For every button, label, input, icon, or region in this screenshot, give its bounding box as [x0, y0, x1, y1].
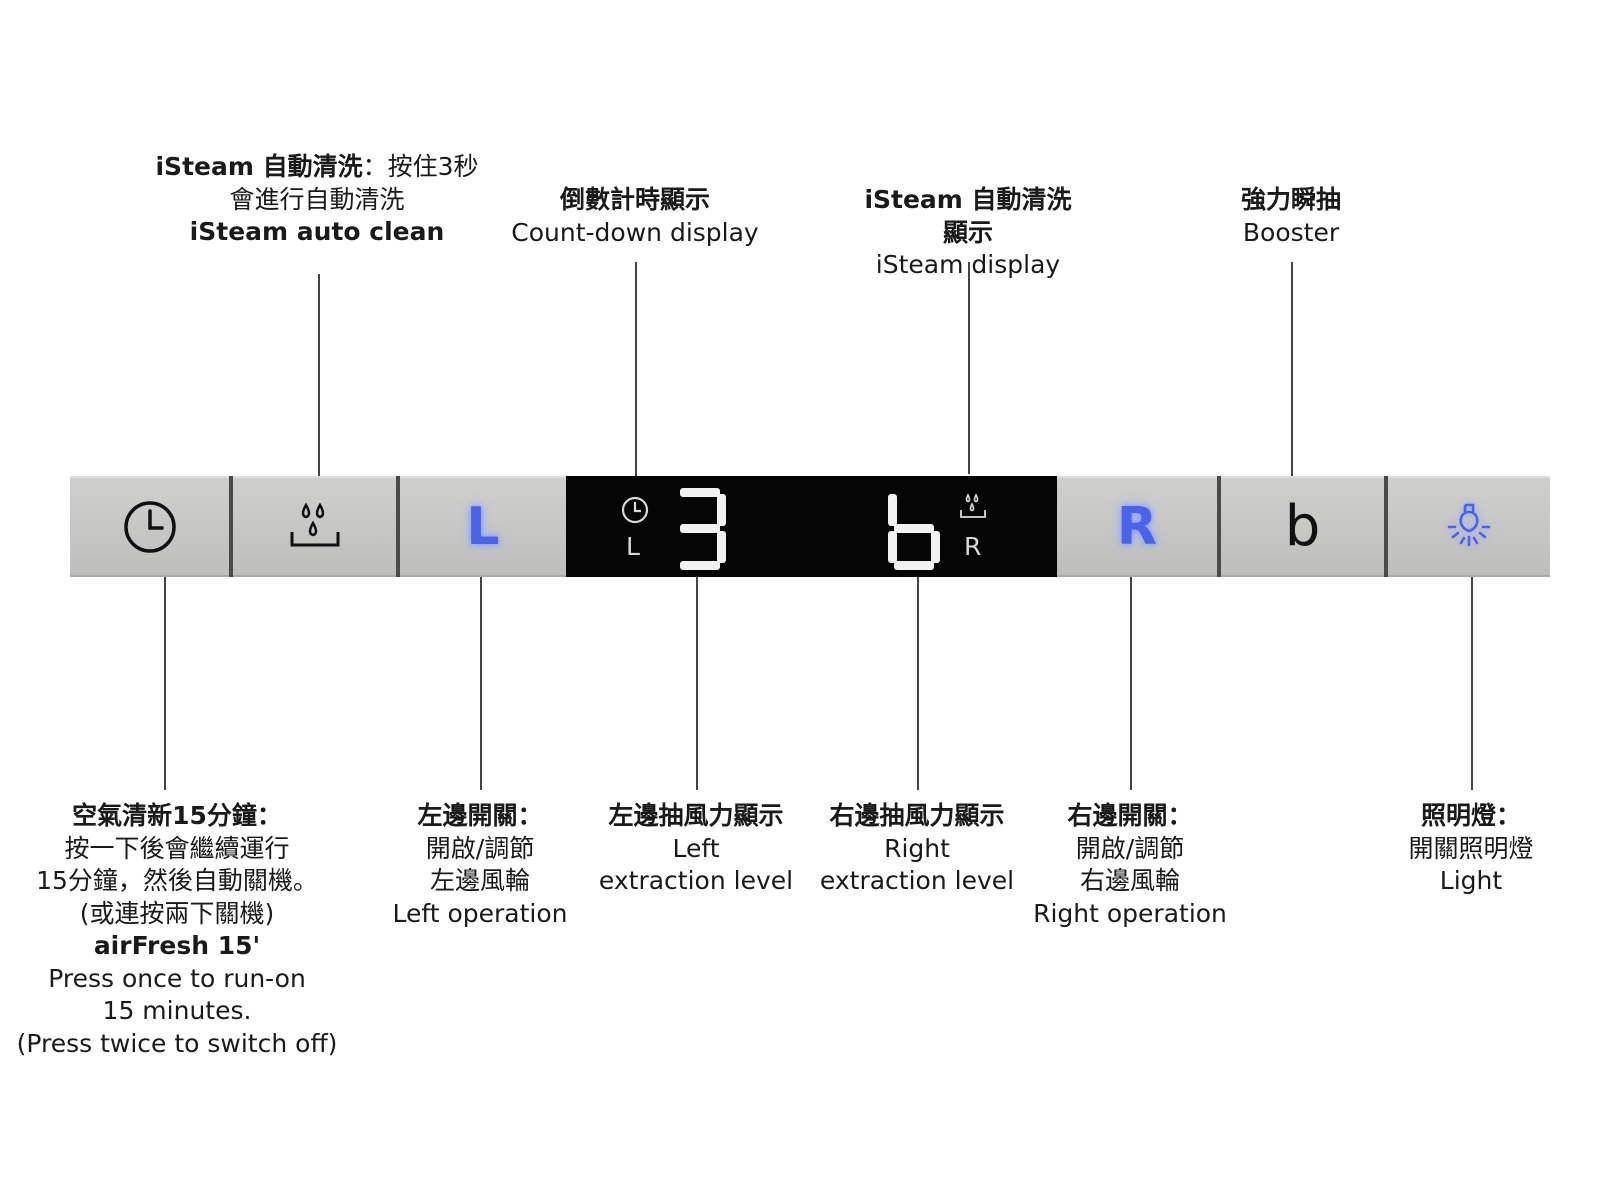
leader-line-isteam-clean: [318, 274, 320, 486]
right-level-label: 右邊抽風力顯示 Right extraction level: [820, 800, 1014, 898]
divider: [1217, 476, 1221, 577]
right-switch-en: Right operation: [1033, 898, 1227, 928]
light-desc: 開關照明燈: [1408, 833, 1534, 863]
left-level-en2: extraction level: [598, 866, 794, 895]
right-level-en2: extraction level: [819, 866, 1015, 895]
divider: [229, 476, 233, 577]
airfresh-desc2: 15分鐘，然後自動關機。: [36, 866, 318, 895]
left-letter: L: [466, 496, 500, 557]
control-panel: L L: [70, 476, 1550, 577]
water-drops-icon: [233, 476, 396, 577]
leader-line-booster: [1291, 262, 1293, 486]
countdown-title: 倒數計時顯示: [559, 185, 710, 214]
leader-line-right-switch: [1130, 564, 1132, 790]
left-switch-title: 左邊開關：: [417, 801, 543, 830]
right-switch-desc1: 開啟/調節: [1075, 833, 1185, 863]
leader-line-left-level: [696, 574, 698, 790]
isteam-clean-en: iSteam auto clean: [189, 217, 445, 246]
leader-line-countdown: [635, 262, 637, 480]
clock-icon: [70, 476, 229, 577]
leader-line-right-level: [917, 574, 919, 790]
airfresh-title: 空氣清新15分鐘：: [72, 801, 282, 830]
countdown-clock-icon: [618, 493, 652, 527]
booster-label: 強力瞬抽 Booster: [1241, 184, 1341, 249]
isteam-clean-button[interactable]: [233, 476, 396, 577]
left-switch-label: 左邊開關： 開啟/調節 左邊風輪 Left operation: [392, 800, 567, 930]
airfresh-en-title: airFresh 15': [93, 931, 261, 960]
right-switch-label: 右邊開關： 開啟/調節 右邊風輪 Right operation: [1033, 800, 1227, 930]
airfresh-desc3: (或連按兩下關機): [79, 898, 275, 928]
countdown-en: Count-down display: [511, 217, 759, 247]
booster-en: Booster: [1242, 217, 1340, 247]
leader-line-airfresh: [164, 572, 166, 790]
isteam-clean-instruction: ：按住3秒: [362, 152, 479, 181]
right-operation-button[interactable]: R: [1057, 476, 1217, 577]
divider: [1384, 476, 1388, 577]
right-switch-title: 右邊開關：: [1067, 801, 1193, 830]
left-switch-en: Left operation: [392, 898, 568, 928]
right-letter: R: [1116, 496, 1158, 557]
light-title: 照明燈：: [1420, 801, 1522, 830]
display-left-indicator: L: [626, 532, 640, 561]
isteam-display-title: iSteam 自動清洗: [864, 185, 1072, 214]
left-level-label: 左邊抽風力顯示 Left extraction level: [599, 800, 793, 898]
airfresh-button[interactable]: [70, 476, 229, 577]
leader-line-light: [1471, 562, 1473, 790]
light-en: Light: [1439, 866, 1503, 895]
left-level-en1: Left: [672, 833, 720, 863]
left-operation-button[interactable]: L: [400, 476, 566, 577]
airfresh-desc1: 按一下後會繼續運行: [64, 833, 290, 863]
isteam-display-label: iSteam 自動清洗 顯示 iSteam display: [864, 184, 1071, 282]
isteam-clean-title: iSteam 自動清洗: [155, 152, 363, 181]
left-level-title: 左邊抽風力顯示: [608, 801, 784, 830]
booster-letter: b: [1284, 494, 1321, 559]
light-button[interactable]: [1388, 476, 1550, 577]
right-level-title: 右邊抽風力顯示: [829, 801, 1005, 830]
light-bulb-icon: [1388, 476, 1550, 577]
left-level-digit: [674, 488, 726, 570]
divider: [396, 476, 400, 577]
booster-title: 強力瞬抽: [1240, 185, 1342, 214]
left-switch-desc2: 左邊風輪: [429, 866, 531, 895]
airfresh-label: 空氣清新15分鐘： 按一下後會繼續運行 15分鐘，然後自動關機。 (或連按兩下關…: [17, 800, 338, 1060]
right-level-digit: [888, 488, 940, 570]
isteam-clean-label: iSteam 自動清洗：按住3秒 會進行自動清洗 iSteam auto cle…: [155, 151, 478, 249]
leader-line-left-switch: [480, 564, 482, 790]
isteam-clean-desc: 會進行自動清洗: [229, 184, 405, 214]
light-label: 照明燈： 開關照明燈 Light: [1408, 800, 1533, 898]
right-switch-desc2: 右邊風輪: [1079, 866, 1180, 895]
airfresh-en-desc1: Press once to run-on: [48, 963, 306, 993]
isteam-display-title2: 顯示: [942, 217, 994, 247]
leader-line-isteam-display: [968, 262, 970, 474]
countdown-label: 倒數計時顯示 Count-down display: [511, 184, 758, 249]
display-right-indicator: R: [964, 532, 982, 561]
airfresh-en-desc2: 15 minutes.: [102, 996, 252, 1025]
right-level-en1: Right: [884, 833, 950, 863]
left-switch-desc1: 開啟/調節: [425, 833, 535, 863]
isteam-indicator-icon: [956, 490, 990, 524]
airfresh-en-desc3: (Press twice to switch off): [16, 1028, 338, 1058]
booster-button[interactable]: b: [1221, 476, 1384, 577]
display-panel: L R: [566, 476, 1057, 577]
